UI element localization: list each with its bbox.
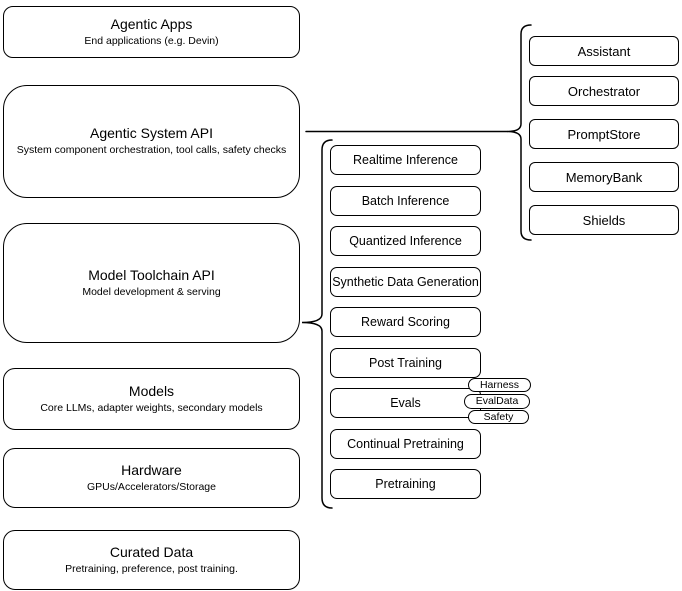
node-model-toolchain-api: Model Toolchain API Model development & … bbox=[3, 223, 300, 343]
node-title: Model Toolchain API bbox=[88, 266, 215, 283]
node-promptstore: PromptStore bbox=[529, 119, 679, 149]
node-subtitle: System component orchestration, tool cal… bbox=[16, 144, 287, 157]
node-title: Hardware bbox=[121, 461, 182, 478]
tag-harness: Harness bbox=[468, 378, 531, 392]
node-memorybank: MemoryBank bbox=[529, 162, 679, 192]
toolchain-brace bbox=[301, 139, 333, 509]
node-title: Agentic System API bbox=[90, 125, 213, 142]
node-synthetic-data-generation: Synthetic Data Generation bbox=[330, 267, 481, 297]
tag-evaldata: EvalData bbox=[464, 394, 530, 409]
node-batch-inference: Batch Inference bbox=[330, 186, 481, 216]
node-evals: Evals bbox=[330, 388, 481, 418]
node-realtime-inference: Realtime Inference bbox=[330, 145, 481, 175]
node-title: Curated Data bbox=[109, 543, 194, 560]
node-title: Models bbox=[128, 382, 175, 399]
node-reward-scoring: Reward Scoring bbox=[330, 307, 481, 337]
node-subtitle: Core LLMs, adapter weights, secondary mo… bbox=[40, 401, 263, 414]
node-subtitle: End applications (e.g. Devin) bbox=[84, 34, 219, 47]
node-pretraining: Pretraining bbox=[330, 469, 481, 499]
node-models: Models Core LLMs, adapter weights, secon… bbox=[3, 368, 300, 430]
node-orchestrator: Orchestrator bbox=[529, 76, 679, 106]
node-subtitle: Pretraining, preference, post training. bbox=[65, 562, 238, 575]
node-curated-data: Curated Data Pretraining, preference, po… bbox=[3, 530, 300, 590]
node-quantized-inference: Quantized Inference bbox=[330, 226, 481, 256]
node-shields: Shields bbox=[529, 205, 679, 235]
system-components-brace bbox=[506, 24, 532, 241]
node-agentic-apps: Agentic Apps End applications (e.g. Devi… bbox=[3, 6, 300, 58]
node-hardware: Hardware GPUs/Accelerators/Storage bbox=[3, 448, 300, 508]
node-title: Agentic Apps bbox=[110, 15, 193, 32]
node-agentic-system-api: Agentic System API System component orch… bbox=[3, 85, 300, 198]
node-post-training: Post Training bbox=[330, 348, 481, 378]
node-subtitle: GPUs/Accelerators/Storage bbox=[87, 480, 216, 493]
node-subtitle: Model development & serving bbox=[82, 285, 221, 298]
node-continual-pretraining: Continual Pretraining bbox=[330, 429, 481, 459]
tag-safety: Safety bbox=[468, 410, 529, 424]
node-assistant: Assistant bbox=[529, 36, 679, 66]
